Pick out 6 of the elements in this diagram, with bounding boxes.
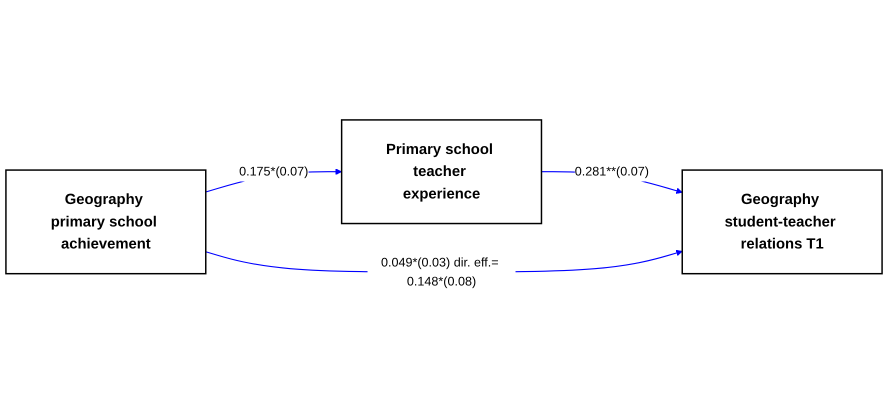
edge-label: 0.175*(0.07) <box>239 164 308 178</box>
node-box: Geography student-teacher relations T1 <box>682 168 883 274</box>
edge-label: 0.049*(0.03) dir. eff.= 0.148*(0.08) <box>380 254 499 288</box>
node-box: Geography primary school achievement <box>5 168 206 274</box>
node-box: Primary school teacher experience <box>340 118 542 224</box>
edge-label: 0.281**(0.07) <box>574 164 649 178</box>
